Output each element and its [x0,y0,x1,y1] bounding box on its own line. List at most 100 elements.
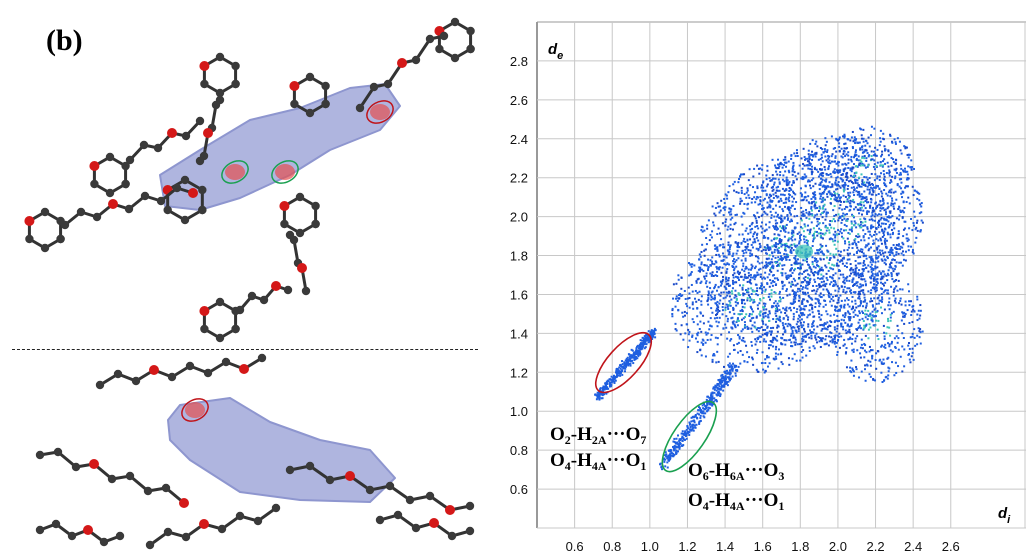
data-point [761,213,764,216]
data-point [754,265,757,268]
data-point [702,314,705,317]
data-point [878,203,881,206]
data-point [801,176,804,179]
data-point [733,364,736,367]
data-point [846,297,849,300]
data-point [743,173,746,176]
data-point [784,227,787,230]
data-point [814,252,817,255]
data-point [776,227,779,230]
data-point [800,324,803,327]
data-point [727,307,730,310]
data-point [713,397,716,400]
data-point [787,182,790,185]
data-point [636,344,639,347]
data-point [716,313,719,316]
data-point [870,270,873,273]
data-point [775,237,778,240]
data-point [892,231,895,234]
data-point [896,183,899,186]
data-point [825,266,828,269]
data-point [865,313,868,316]
data-point [604,383,607,386]
data-point [755,316,758,319]
data-point [844,142,847,145]
data-point [773,302,776,305]
data-point [706,332,709,335]
data-point [673,437,676,440]
data-point [850,222,853,225]
data-point [889,195,892,198]
data-point [802,298,805,301]
data-point [684,297,687,300]
carbon-atom [203,368,213,378]
data-point [851,300,854,303]
data-point [666,457,669,460]
data-point [901,209,904,212]
data-point [786,207,789,210]
data-point [746,245,749,248]
data-point [605,384,608,387]
data-point [916,319,919,322]
data-point [779,230,782,233]
data-point [866,210,869,213]
data-point [777,167,780,170]
carbon-atom [113,369,123,379]
data-point [645,339,648,342]
data-point [710,274,713,277]
data-point [825,213,828,216]
data-point [866,178,869,181]
data-point [872,206,875,209]
data-point [788,171,791,174]
data-point [837,290,840,293]
data-point [843,264,846,267]
data-point [652,330,655,333]
data-point [862,291,865,294]
data-point [751,276,754,279]
data-point [898,232,901,235]
data-point [872,154,875,157]
data-point [743,340,746,343]
data-point [756,256,759,259]
data-point [870,317,873,320]
data-point [840,221,843,224]
data-point [822,294,825,297]
data-point [779,193,782,196]
data-point [712,387,715,390]
data-point [728,373,731,376]
data-point [880,371,883,374]
data-point [872,269,875,272]
data-point [899,149,902,152]
data-point [759,200,762,203]
data-point [617,374,620,377]
data-point [779,171,782,174]
data-point [742,336,745,339]
data-point [849,199,852,202]
data-point [724,380,727,383]
data-point [752,363,755,366]
data-point [675,282,678,285]
data-point [849,370,852,373]
data-point [869,300,872,303]
data-point [703,277,706,280]
data-point [785,309,788,312]
data-point [791,200,794,203]
data-point [825,244,828,247]
data-point [722,214,725,217]
data-point [893,337,896,340]
data-point [790,246,793,249]
data-point [599,392,602,395]
data-point [908,202,911,205]
data-point [816,213,819,216]
data-point [902,191,905,194]
data-point [728,250,731,253]
data-point [812,273,815,276]
data-point [628,357,631,360]
data-point [846,249,849,252]
data-point [843,147,846,150]
data-point [760,214,763,217]
data-point [898,261,901,264]
data-point [645,336,648,339]
data-point [772,345,775,348]
data-point [858,192,861,195]
